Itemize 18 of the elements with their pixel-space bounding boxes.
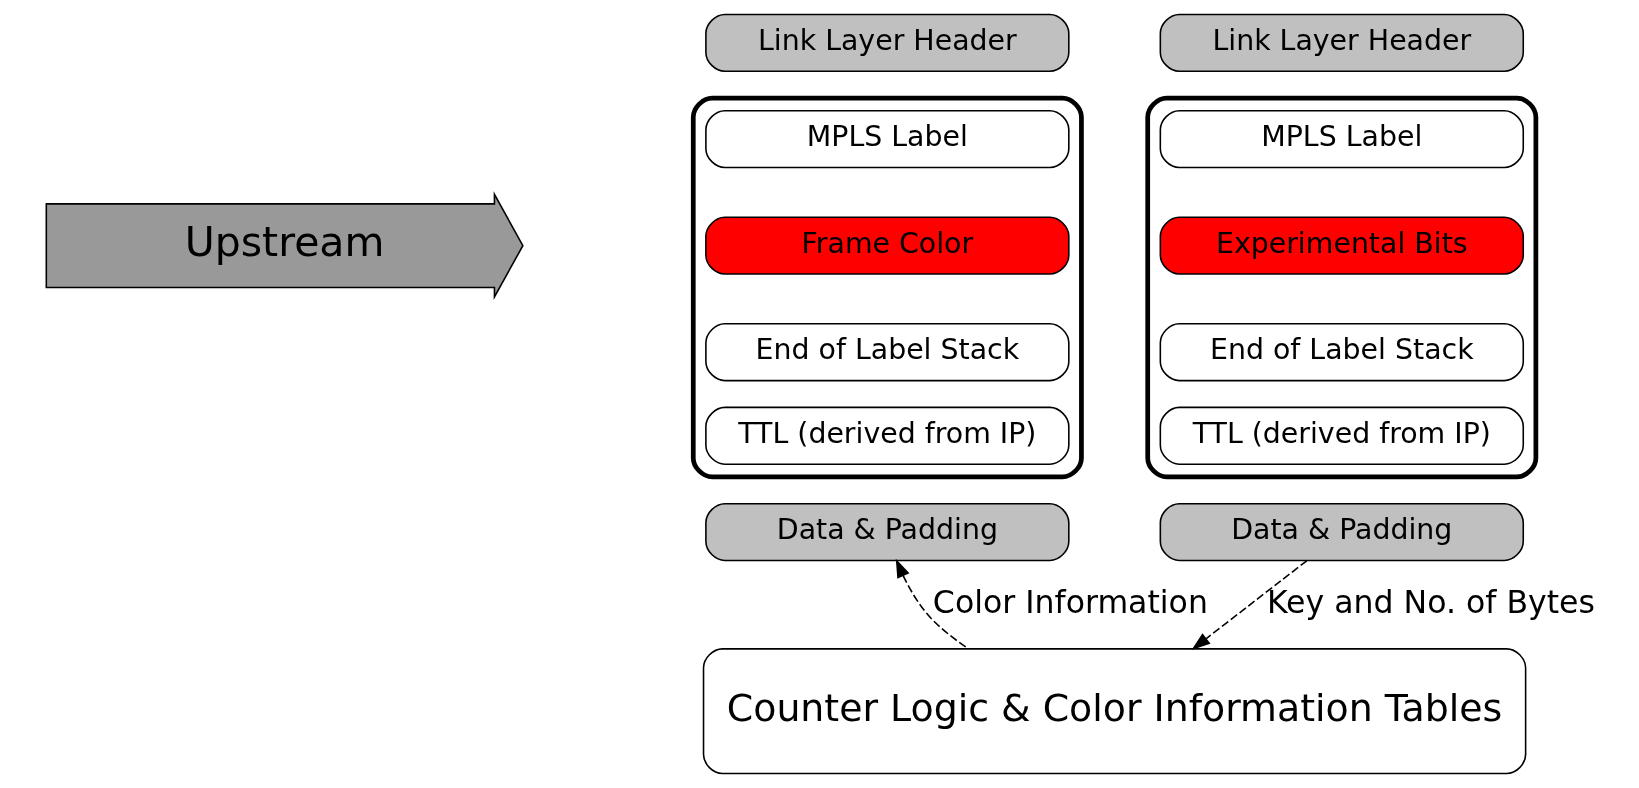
cluster — [1145, 95, 1539, 480]
edge-label: Key and No. of Bytes — [1266, 583, 1595, 620]
node-box: Link Layer Header — [1159, 13, 1525, 73]
edge-label: Color Information — [932, 583, 1208, 620]
node-box: End of Label Stack — [1159, 323, 1525, 382]
node-box: Data & Padding — [1159, 502, 1525, 562]
node-box: MPLS Label — [1159, 109, 1525, 169]
node-box: Data & Padding — [705, 502, 1070, 562]
node-box: End of Label Stack — [705, 323, 1070, 382]
node-box: Experimental Bits — [1159, 216, 1525, 275]
node-box: MPLS Label — [705, 109, 1070, 169]
node-box: Counter Logic & Color Information Tables — [702, 648, 1527, 775]
node-box: TTL (derived from IP) — [705, 406, 1070, 465]
arrow — [1191, 559, 1308, 650]
node-box: Link Layer Header — [705, 13, 1070, 73]
cluster — [690, 95, 1084, 480]
node-box: TTL (derived from IP) — [1159, 406, 1525, 465]
node-box: Frame Color — [705, 216, 1070, 275]
